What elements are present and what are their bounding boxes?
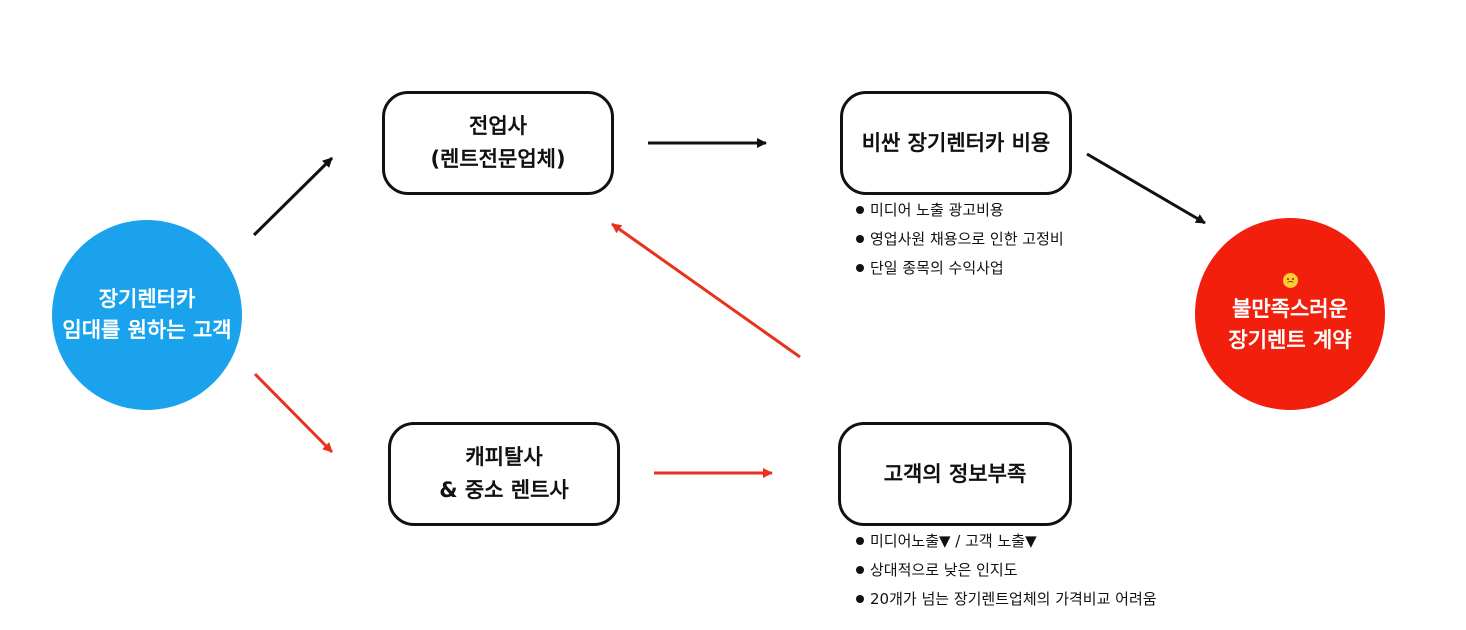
list-item: 상대적으로 낮은 인지도 (856, 556, 1157, 585)
list-item: 20개가 넘는 장기렌트업체의 가격비교 어려움 (856, 585, 1157, 614)
specialist-line1: 전업사 (469, 114, 527, 138)
contract-circle: 불만족스러운 장기렌트 계약 (1195, 218, 1385, 410)
list-item: 단일 종목의 수익사업 (856, 254, 1064, 283)
frowning-face-icon (1282, 272, 1298, 288)
arrow-customer-to-specialist (252, 156, 334, 237)
arrow-customer-to-capital (253, 372, 334, 454)
list-item: 미디어 노출 광고비용 (856, 196, 1064, 225)
cost-bullet-text: 영업사원 채용으로 인한 고정비 (870, 230, 1064, 248)
specialist-box: 전업사 (렌트전문업체) (382, 91, 614, 195)
bullet-dot-icon (856, 206, 864, 214)
bullet-dot-icon (856, 264, 864, 272)
capital-line1: 캐피탈사 (465, 445, 543, 469)
info-bullet-list: 미디어노출▼ / 고객 노출▼ 상대적으로 낮은 인지도 20개가 넘는 장기렌… (856, 527, 1157, 614)
customer-line2: 임대를 원하는 고객 (62, 318, 232, 342)
info-title: 고객의 정보부족 (883, 461, 1027, 486)
cost-title: 비싼 장기렌터카 비용 (861, 130, 1051, 155)
cost-bullet-list: 미디어 노출 광고비용 영업사원 채용으로 인한 고정비 단일 종목의 수익사업 (856, 196, 1064, 283)
customer-line1: 장기렌터카 (98, 287, 196, 311)
list-item: 영업사원 채용으로 인한 고정비 (856, 225, 1064, 254)
cost-bullet-text: 단일 종목의 수익사업 (870, 259, 1004, 277)
info-bullet-text: 상대적으로 낮은 인지도 (870, 561, 1018, 579)
arrow-cost-to-contract (1086, 152, 1206, 225)
cost-box: 비싼 장기렌터카 비용 (840, 91, 1072, 195)
bullet-dot-icon (856, 537, 864, 545)
arrow-info-to-specialist (611, 222, 801, 359)
contract-line2: 장기렌트 계약 (1228, 327, 1352, 352)
bullet-dot-icon (856, 566, 864, 574)
list-item: 미디어노출▼ / 고객 노출▼ (856, 527, 1157, 556)
contract-line1: 불만족스러운 (1232, 296, 1348, 321)
info-box: 고객의 정보부족 (838, 422, 1072, 526)
specialist-line2: (렌트전문업체) (430, 147, 566, 171)
capital-box: 캐피탈사 & 중소 렌트사 (388, 422, 620, 526)
capital-line2: & 중소 렌트사 (439, 478, 569, 502)
customer-circle: 장기렌터카 임대를 원하는 고객 (52, 220, 242, 410)
info-bullet-text: 20개가 넘는 장기렌트업체의 가격비교 어려움 (870, 590, 1157, 608)
info-bullet-text: 미디어노출▼ / 고객 노출▼ (870, 532, 1037, 550)
cost-bullet-text: 미디어 노출 광고비용 (870, 201, 1004, 219)
bullet-dot-icon (856, 595, 864, 603)
bullet-dot-icon (856, 235, 864, 243)
